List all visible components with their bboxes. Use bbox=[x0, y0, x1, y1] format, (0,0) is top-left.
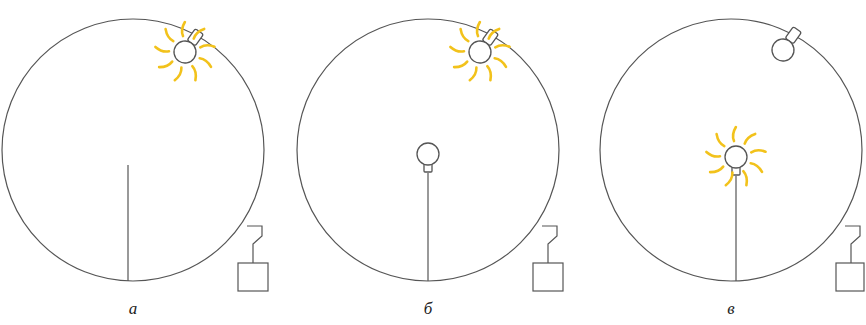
electrometer bbox=[238, 226, 864, 291]
light-ray bbox=[743, 171, 747, 185]
light-ray bbox=[726, 173, 733, 186]
light-rays bbox=[155, 22, 765, 185]
light-ray bbox=[454, 62, 467, 68]
light-ray bbox=[495, 58, 506, 67]
light-ray bbox=[751, 150, 765, 152]
light-ray bbox=[194, 29, 205, 39]
light-ray bbox=[155, 47, 169, 52]
light-ray bbox=[745, 134, 756, 144]
light-ray bbox=[470, 68, 477, 81]
panel-letter: а bbox=[129, 300, 138, 317]
light-ray bbox=[200, 58, 211, 67]
light-ray bbox=[487, 66, 491, 80]
light-ray bbox=[192, 66, 196, 80]
light-ray bbox=[495, 45, 509, 47]
light-ray bbox=[182, 22, 185, 36]
light-ray bbox=[751, 163, 762, 172]
light-ray bbox=[706, 152, 720, 157]
panel-letter: в bbox=[727, 300, 734, 317]
panel-letter: б bbox=[424, 300, 433, 317]
light-ray bbox=[175, 68, 182, 81]
sphere-outline bbox=[2, 19, 862, 281]
light-ray bbox=[489, 29, 500, 39]
lamp-bulb bbox=[768, 23, 807, 65]
light-ray bbox=[461, 29, 469, 41]
light-ray bbox=[166, 29, 174, 41]
rod bbox=[128, 165, 736, 281]
light-ray bbox=[733, 127, 736, 141]
lamp bbox=[170, 23, 807, 175]
light-ray bbox=[717, 134, 725, 146]
light-ray bbox=[710, 167, 723, 173]
light-ray bbox=[159, 62, 172, 68]
light-ray bbox=[450, 47, 464, 52]
light-ray bbox=[200, 45, 214, 47]
light-ray bbox=[477, 22, 480, 36]
small-ball bbox=[417, 143, 439, 172]
